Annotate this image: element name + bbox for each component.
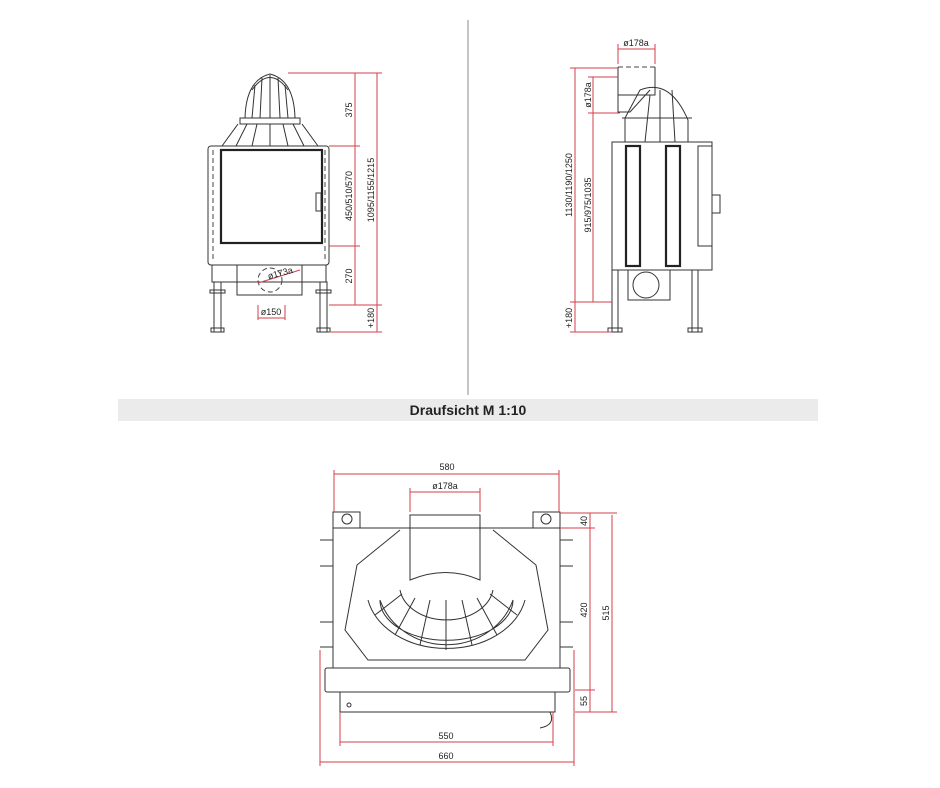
side-dimensions [570,44,656,333]
dim-550: 550 [438,731,453,741]
top-flue [409,514,481,581]
dim-total: 1095/1155/1215 [366,158,376,222]
front-view: 375 450/510/570 270 1095/1155/1215 +180 … [207,72,382,333]
dim-legs: +180 [366,308,376,328]
top-view: 580 ø178a 40 420 55 515 550 660 [319,462,617,766]
dim-55: 55 [579,696,589,706]
dim-580: 580 [439,462,454,472]
dim-window: 450/510/570 [344,171,354,221]
body [207,145,330,266]
dim-top-flue: ø178a [432,481,458,491]
dim-flue-side: ø178a [583,82,593,108]
dim-375: 375 [344,102,354,117]
front-dimensions [257,72,382,333]
dim-660: 660 [438,751,453,761]
dim-515: 515 [601,605,611,620]
dim-flue-top: ø178a [623,38,649,48]
dim-side-body: 915/975/1035 [583,177,593,232]
dim-side-legs: +180 [564,308,574,328]
side-handle [711,194,721,214]
dim-flue: ø173a [267,265,294,281]
dim-270: 270 [344,268,354,283]
dome [244,73,296,119]
side-view: ø178a ø178a 1130/1190/1250 915/975/1035 … [564,38,721,333]
top-dimensions [319,470,617,766]
glass-door [219,148,324,245]
legs [209,281,332,333]
dim-outlet: ø150 [261,307,282,317]
dim-side-total: 1130/1190/1250 [564,153,574,217]
section-title-banner: Draufsicht M 1:10 [118,399,818,421]
dim-420: 420 [579,602,589,617]
side-dome [624,86,689,143]
outlet-box [236,264,303,296]
door-handle [315,192,322,212]
dim-40: 40 [579,516,589,526]
